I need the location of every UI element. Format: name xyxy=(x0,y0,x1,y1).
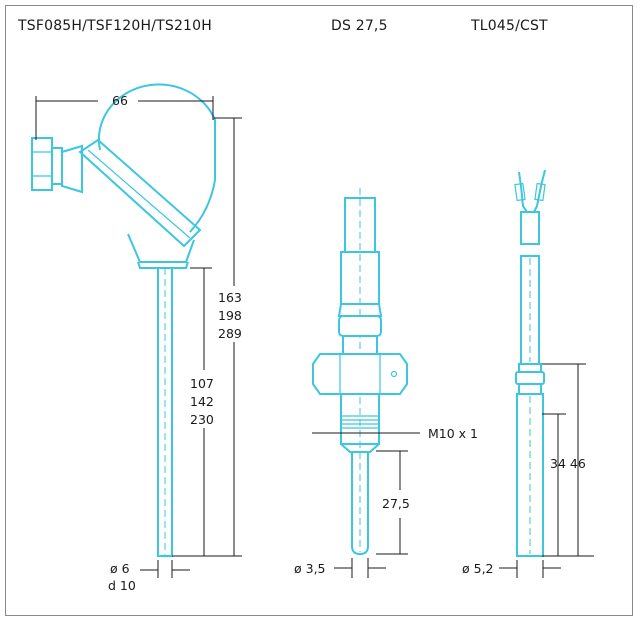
left-probe-lid xyxy=(78,138,202,248)
title-right-probe: TL045/CST xyxy=(471,18,548,34)
middle-probe-hex-nut xyxy=(312,353,408,395)
middle-probe-thread-label: M10 x 1 xyxy=(428,426,478,441)
right-probe-tube xyxy=(516,393,544,557)
middle-probe-drawing xyxy=(312,188,420,578)
left-probe-neck xyxy=(127,233,195,263)
right-probe-collar xyxy=(515,371,545,385)
right-probe-cable-top xyxy=(520,211,540,245)
middle-probe-diameter: ø 3,5 xyxy=(294,561,326,576)
left-probe-lid-inner xyxy=(87,149,191,239)
title-middle-probe: DS 27,5 xyxy=(331,18,388,34)
left-probe-length-3: 230 xyxy=(190,412,214,427)
right-probe-wire-right xyxy=(533,169,546,213)
right-probe-collar-bottom xyxy=(518,383,542,395)
middle-probe-taper xyxy=(340,443,380,453)
left-probe-gland-neck xyxy=(61,144,83,194)
title-left-probe: TSF085H/TSF120H/TS210H xyxy=(18,18,213,34)
right-probe-wire-left xyxy=(518,171,528,213)
left-probe-width-dim: 66 xyxy=(112,93,128,108)
left-probe-gland-nut xyxy=(31,137,53,191)
drawing-frame xyxy=(5,5,633,616)
left-probe-total-length-3: 289 xyxy=(218,326,242,341)
left-probe-total-length-1: 163 xyxy=(218,290,242,305)
right-probe-collar-top xyxy=(518,363,542,373)
right-probe-diameter: ø 5,2 xyxy=(462,561,494,576)
left-probe-drawing xyxy=(31,83,242,578)
left-probe-diameter: ø 6 xyxy=(110,561,130,576)
right-probe-lengths: 34 46 xyxy=(550,456,586,471)
middle-probe-tip xyxy=(351,452,369,556)
left-probe-length-1: 107 xyxy=(190,376,214,391)
middle-probe-thread xyxy=(340,393,380,445)
left-probe-dome xyxy=(97,83,216,233)
middle-probe-ring xyxy=(338,315,382,337)
middle-probe-body xyxy=(340,251,380,305)
right-probe-drawing xyxy=(499,169,594,578)
left-probe-diameter-alt: d 10 xyxy=(108,578,136,593)
middle-probe-length: 27,5 xyxy=(382,496,410,511)
left-probe-gland-body xyxy=(51,147,63,185)
left-probe-total-length-2: 198 xyxy=(218,308,242,323)
left-probe-length-2: 142 xyxy=(190,394,214,409)
